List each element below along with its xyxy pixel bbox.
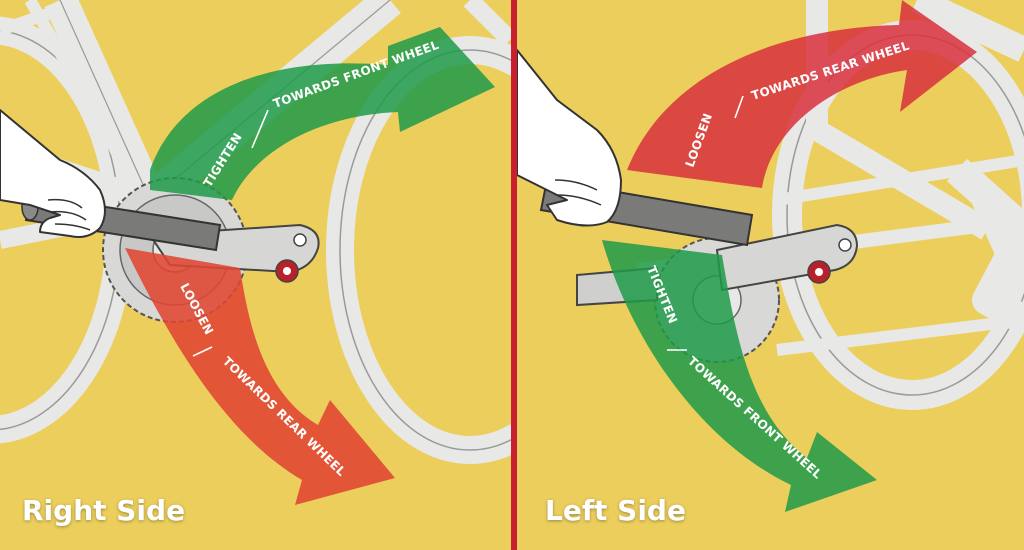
right-side-panel: TIGHTEN TOWARDS FRONT WHEEL LOOSEN TOWAR… [0, 0, 511, 550]
panel-divider [511, 0, 517, 550]
pedal-bolt-icon [275, 259, 299, 283]
left-side-illustration: LOOSEN TOWARDS REAR WHEEL TIGHTEN TOWARD… [517, 0, 1024, 550]
right-side-illustration: TIGHTEN TOWARDS FRONT WHEEL LOOSEN TOWAR… [0, 0, 511, 550]
loosen-arrow: LOOSEN TOWARDS REAR WHEEL [627, 0, 977, 188]
bicycle-wheel-icon [326, 36, 511, 464]
pedal-bolt-icon [807, 260, 831, 284]
hand-icon [0, 109, 106, 238]
left-side-panel: LOOSEN TOWARDS REAR WHEEL TIGHTEN TOWARD… [517, 0, 1024, 550]
right-side-caption: Right Side [22, 494, 186, 527]
left-side-caption: Left Side [545, 494, 686, 527]
crank-arm-icon [715, 223, 859, 292]
hand-icon [517, 49, 622, 227]
